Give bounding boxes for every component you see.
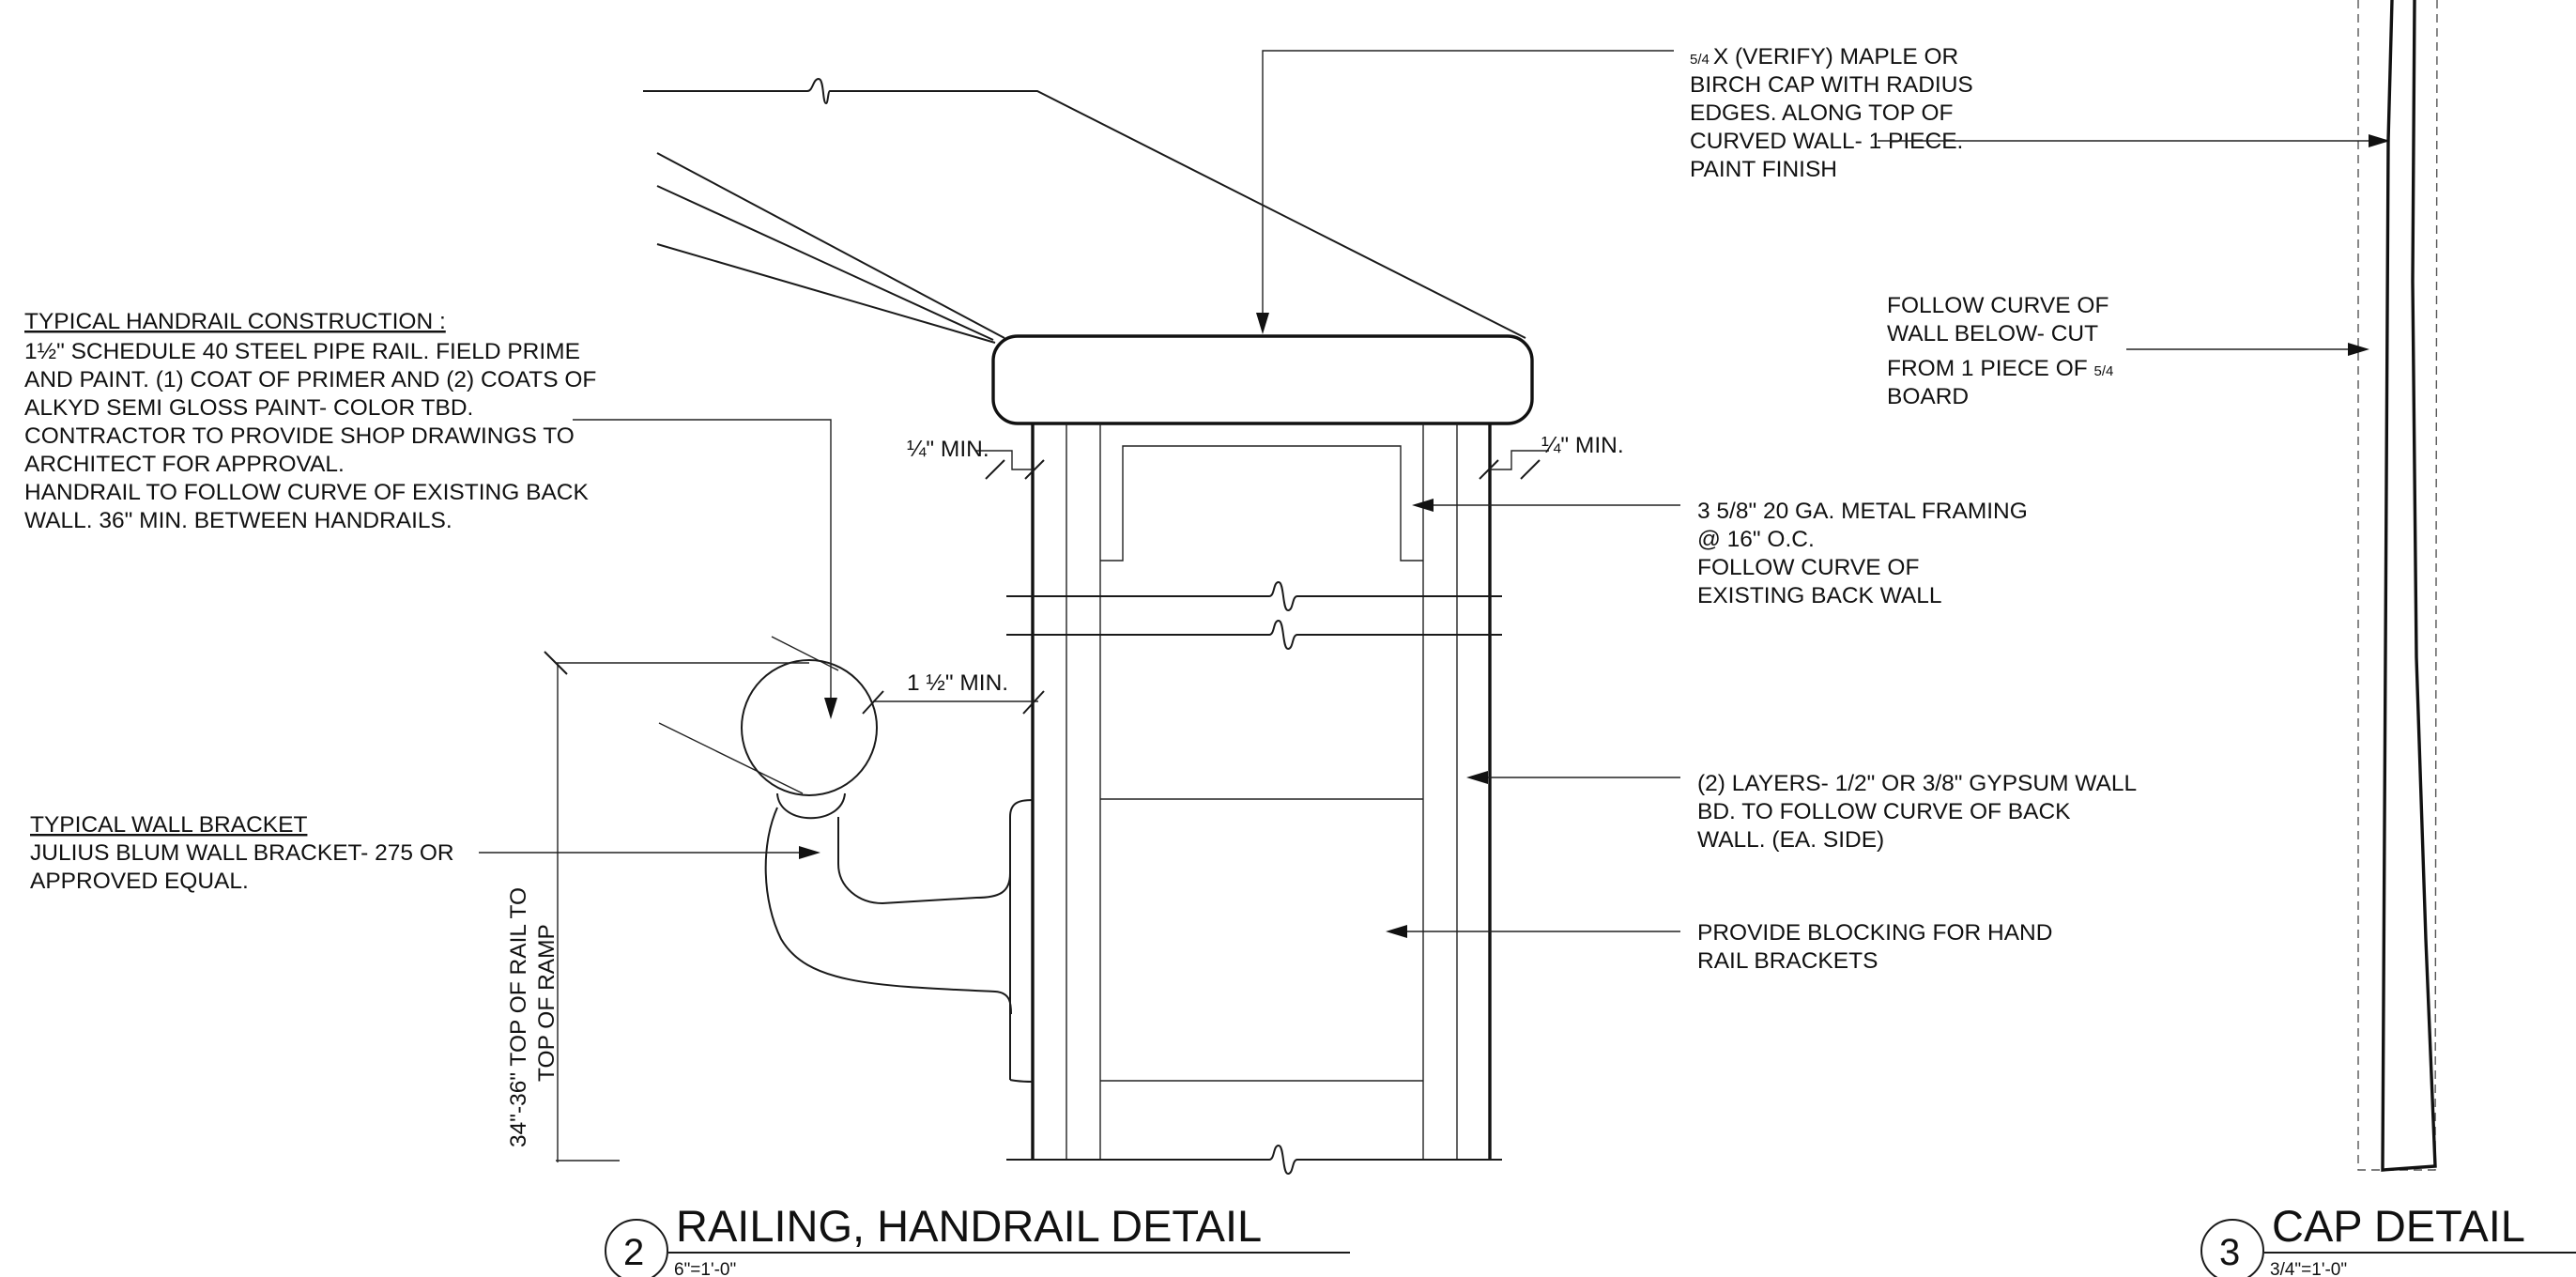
height-dim-line1: 34"-36" TOP OF RAIL TO — [506, 887, 531, 1147]
curve-note: FOLLOW CURVE OF WALL BELOW- CUT FROM 1 P… — [1887, 293, 2113, 409]
svg-text:AND PAINT. (1) COAT OF PRIMER: AND PAINT. (1) COAT OF PRIMER AND (2) CO… — [24, 367, 596, 392]
framing-note: 3 5/8" 20 GA. METAL FRAMING @ 16" O.C. F… — [1697, 499, 2028, 608]
wall-section — [1031, 423, 1492, 1160]
svg-text:ARCHITECT FOR APPROVAL.: ARCHITECT FOR APPROVAL. — [24, 452, 345, 477]
svg-text:RAIL BRACKETS: RAIL BRACKETS — [1697, 948, 1878, 974]
svg-text:APPROVED EQUAL.: APPROVED EQUAL. — [30, 869, 249, 894]
svg-text:@ 16" O.C.: @ 16" O.C. — [1697, 527, 1815, 552]
cap-detail-leaders — [1878, 134, 2390, 356]
rail-clearance-label: 1 ½" MIN. — [907, 670, 1008, 696]
height-dimension — [544, 651, 809, 1162]
cap-detail-title: CAP DETAIL — [2272, 1201, 2525, 1251]
svg-text:FOLLOW CURVE OF: FOLLOW CURVE OF — [1697, 555, 1919, 580]
cap-detail-title-block: 3 CAP DETAIL 3/4"=1'-0" — [2200, 1201, 2576, 1277]
svg-text:PROVIDE BLOCKING FOR HAND: PROVIDE BLOCKING FOR HAND — [1697, 920, 2052, 946]
svg-text:BIRCH CAP WITH RADIUS: BIRCH CAP WITH RADIUS — [1690, 72, 1973, 98]
svg-text:PAINT FINISH: PAINT FINISH — [1690, 157, 1837, 182]
railing-detail-title: RAILING, HANDRAIL DETAIL — [676, 1201, 1262, 1251]
bracket-note: TYPICAL WALL BRACKET JULIUS BLUM WALL BR… — [30, 812, 454, 894]
railing-detail-number: 2 — [623, 1232, 644, 1273]
rail-clearance-dimension — [862, 690, 1045, 715]
sloped-rail-lines — [643, 77, 1526, 344]
handrail-and-bracket — [658, 636, 1034, 1083]
cap-overhang-right-dim — [1479, 450, 1549, 480]
svg-text:BOARD: BOARD — [1887, 384, 1969, 409]
cap-detail-number: 3 — [2219, 1232, 2240, 1273]
svg-text:BD. TO FOLLOW CURVE OF BACK: BD. TO FOLLOW CURVE OF BACK — [1697, 799, 2071, 824]
svg-text:WALL. (EA. SIDE): WALL. (EA. SIDE) — [1697, 827, 1884, 853]
gypsum-note: (2) LAYERS- 1/2" OR 3/8" GYPSUM WALL BD.… — [1697, 771, 2137, 853]
svg-text:1½" SCHEDULE 40 STEEL PIPE RAI: 1½" SCHEDULE 40 STEEL PIPE RAIL. FIELD P… — [24, 339, 580, 364]
svg-text:EDGES. ALONG TOP OF: EDGES. ALONG TOP OF — [1690, 100, 1953, 126]
cap-overhang-right-label: ¼" MIN. — [1541, 433, 1624, 458]
svg-text:5/4X (VERIFY) MAPLE OR: 5/4X (VERIFY) MAPLE OR — [1690, 44, 1958, 69]
svg-text:TYPICAL WALL BRACKET: TYPICAL WALL BRACKET — [30, 812, 307, 838]
svg-text:EXISTING BACK WALL: EXISTING BACK WALL — [1697, 583, 1942, 608]
handrail-note: TYPICAL HANDRAIL CONSTRUCTION : 1½" SCHE… — [24, 309, 596, 533]
svg-text:WALL. 36" MIN. BETWEEN HANDRAI: WALL. 36" MIN. BETWEEN HANDRAILS. — [24, 508, 452, 533]
svg-text:HANDRAIL TO FOLLOW CURVE OF EX: HANDRAIL TO FOLLOW CURVE OF EXISTING BAC… — [24, 480, 589, 505]
railing-detail-scale: 6"=1'-0" — [674, 1260, 736, 1277]
svg-text:TYPICAL HANDRAIL CONSTRUCTION: TYPICAL HANDRAIL CONSTRUCTION : — [24, 309, 446, 334]
cap-detail-scale: 3/4"=1'-0" — [2270, 1260, 2347, 1277]
wall-break-lines — [1006, 580, 1502, 1176]
wall-cap — [991, 334, 1534, 425]
svg-text:JULIUS BLUM WALL BRACKET- 275: JULIUS BLUM WALL BRACKET- 275 OR — [30, 840, 454, 866]
blocking-note: PROVIDE BLOCKING FOR HAND RAIL BRACKETS — [1697, 920, 2052, 974]
svg-text:CONTRACTOR TO PROVIDE SHOP DRA: CONTRACTOR TO PROVIDE SHOP DRAWINGS TO — [24, 423, 575, 449]
svg-text:ALKYD SEMI GLOSS PAINT- COLOR: ALKYD SEMI GLOSS PAINT- COLOR TBD. — [24, 395, 473, 421]
cap-fraction: 5/4 — [1690, 52, 1710, 68]
svg-text:FOLLOW CURVE OF: FOLLOW CURVE OF — [1887, 293, 2108, 318]
svg-text:FROM 1 PIECE OF 5/4: FROM 1 PIECE OF 5/4 — [1887, 356, 2113, 381]
cap-overhang-left-dim — [976, 450, 1045, 480]
height-dim-line2: TOP OF RAMP — [534, 924, 560, 1082]
railing-detail-title-block: 2 RAILING, HANDRAIL DETAIL 6"=1'-0" — [605, 1201, 1350, 1277]
svg-text:3 5/8" 20 GA. METAL FRAMING: 3 5/8" 20 GA. METAL FRAMING — [1697, 499, 2028, 524]
svg-text:(2) LAYERS- 1/2" OR 3/8" GYPSU: (2) LAYERS- 1/2" OR 3/8" GYPSUM WALL — [1697, 771, 2137, 796]
cap-detail-drawing — [2357, 0, 2438, 1172]
cap-overhang-left-label: ¼" MIN. — [907, 437, 989, 462]
svg-text:WALL BELOW- CUT: WALL BELOW- CUT — [1887, 321, 2098, 346]
handrail-pipe — [741, 659, 878, 796]
leader-lines — [479, 50, 1680, 938]
